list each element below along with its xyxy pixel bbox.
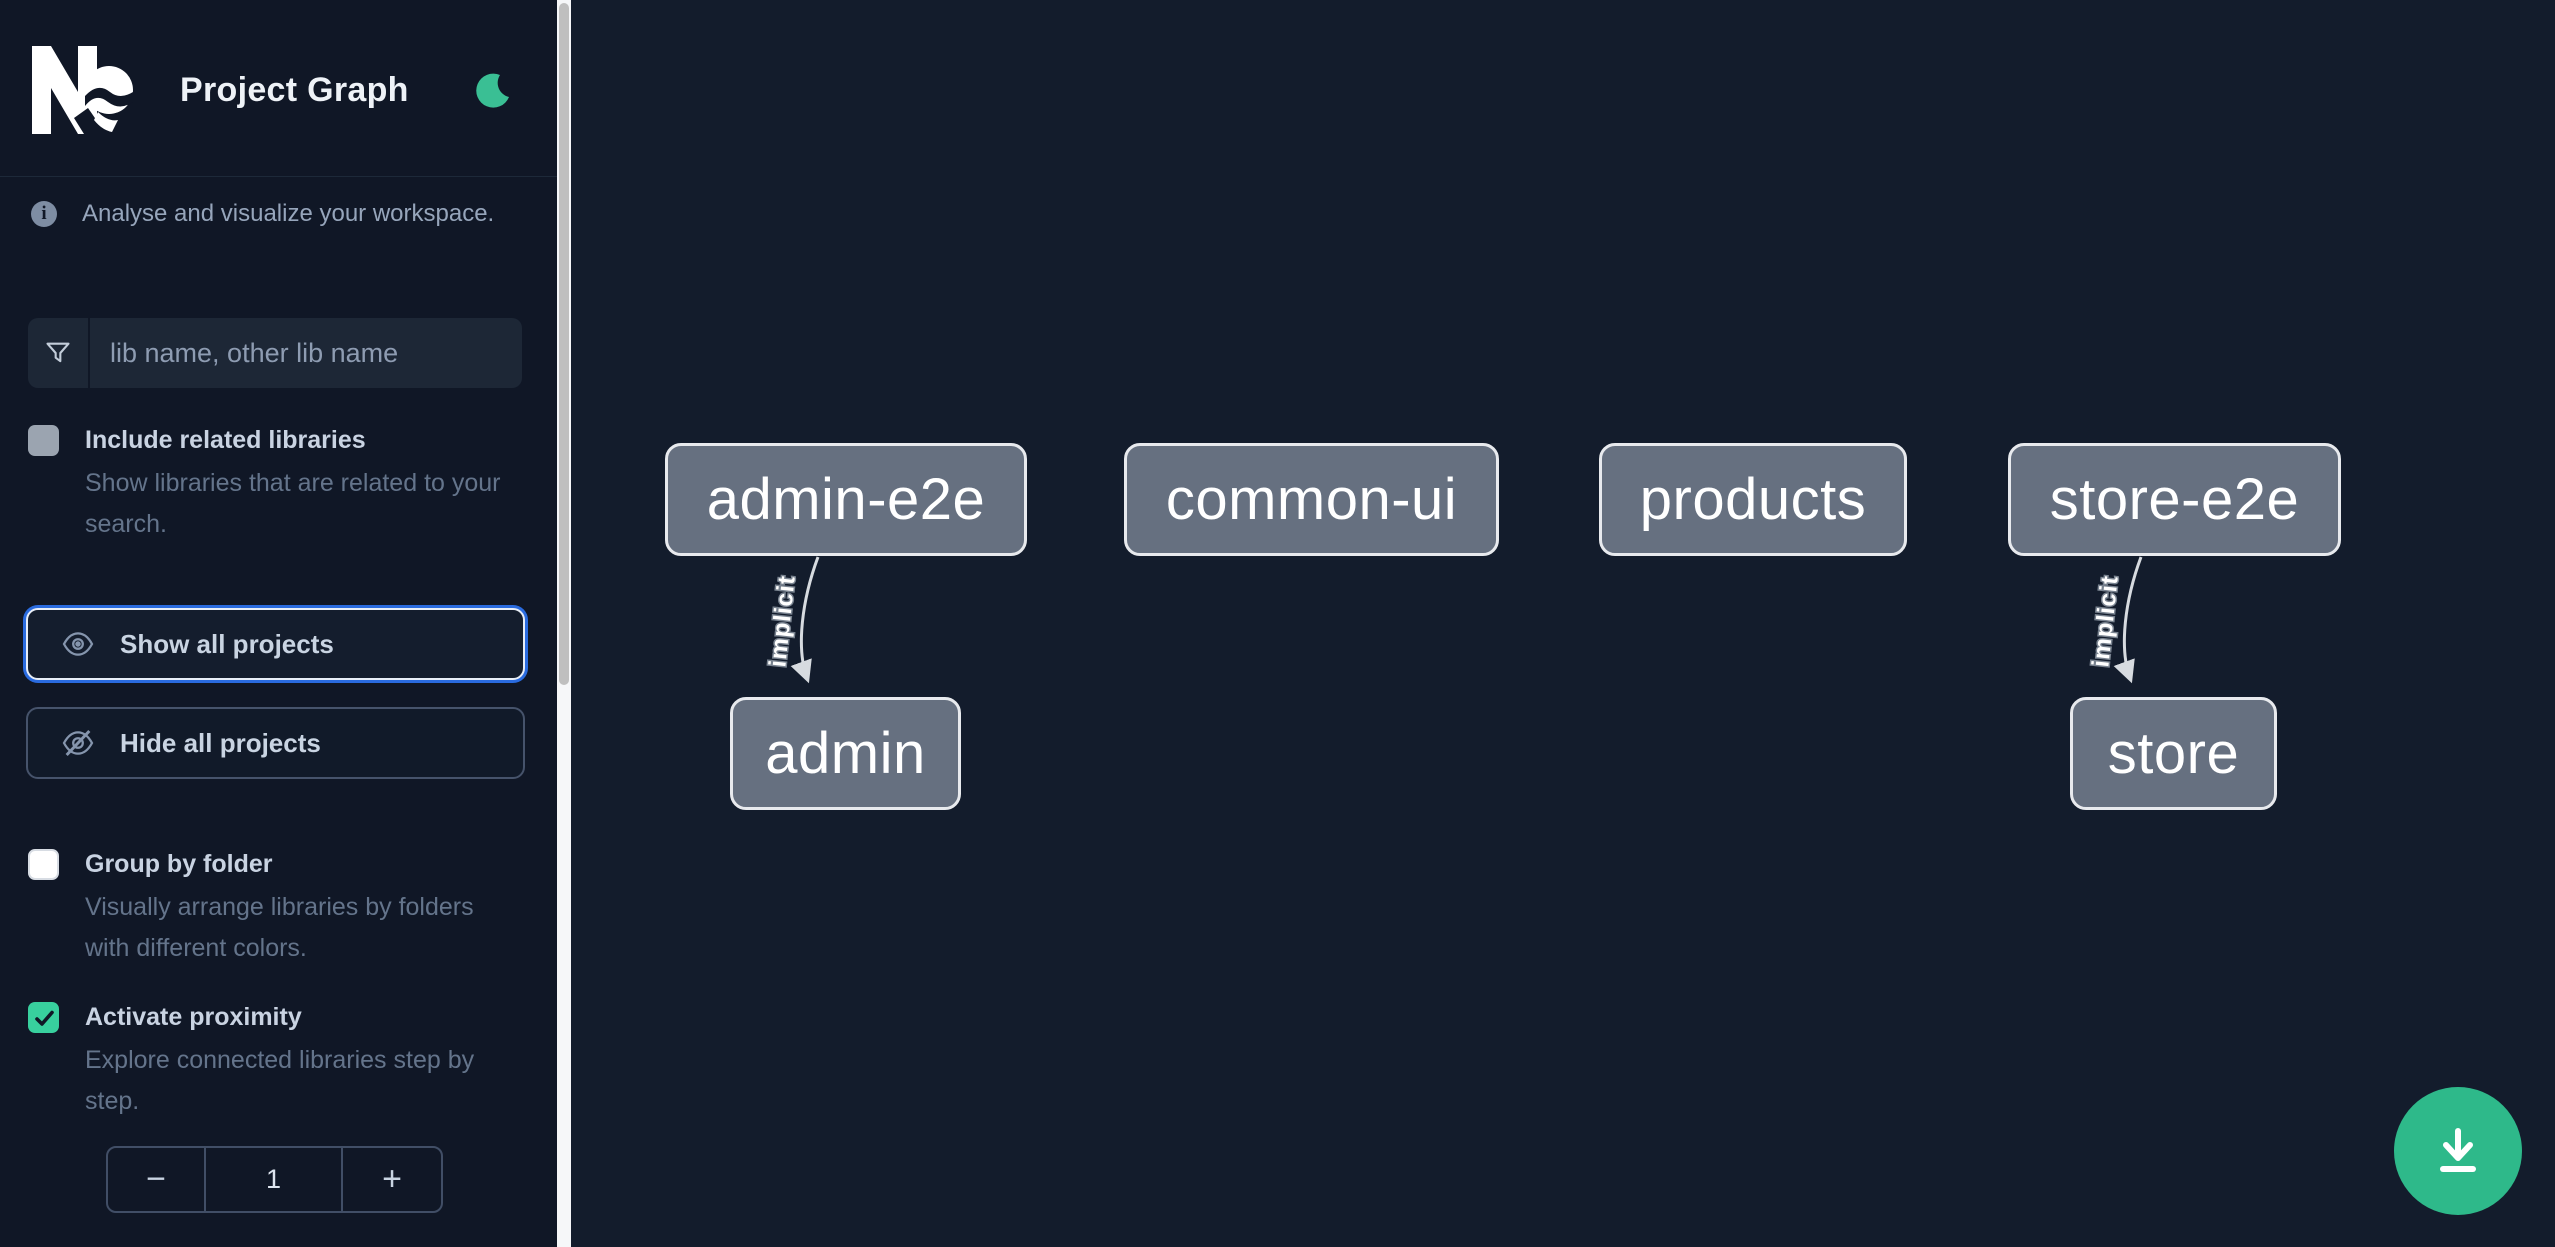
activate-proximity-description: Explore connected libraries step by step… (85, 1046, 475, 1115)
proximity-stepper: − 1 + (106, 1146, 443, 1213)
project-node-store[interactable]: store (2070, 697, 2277, 810)
download-graph-button[interactable] (2394, 1087, 2522, 1215)
download-icon (2440, 1128, 2476, 1172)
edge-label-implicit-store: implicit (2087, 574, 2123, 668)
sidebar-scrollbar-thumb[interactable] (559, 3, 569, 685)
nx-logo-icon (32, 46, 133, 134)
edge-admin-e2e-to-admin (790, 556, 820, 684)
edge-store-e2e-to-store (2113, 556, 2143, 684)
eye-off-icon (62, 729, 94, 757)
show-all-projects-button[interactable]: Show all projects (26, 608, 525, 680)
hide-all-projects-label: Hide all projects (120, 727, 321, 758)
activate-proximity-label[interactable]: Activate proximity (85, 1003, 302, 1031)
show-all-projects-label: Show all projects (120, 628, 334, 659)
node-label: products (1639, 467, 1867, 532)
option-include-related: Include related libraries Show libraries… (28, 423, 501, 545)
option-group-by-folder: Group by folder Visually arrange librari… (28, 847, 498, 969)
edge-label-implicit-admin: implicit (764, 574, 800, 668)
node-label: common-ui (1165, 467, 1458, 532)
node-label: admin (765, 721, 926, 786)
info-icon: i (31, 201, 57, 227)
hide-all-projects-button[interactable]: Hide all projects (26, 707, 525, 779)
include-related-checkbox[interactable] (28, 425, 59, 456)
node-label: store-e2e (2049, 467, 2300, 532)
include-related-label[interactable]: Include related libraries (85, 426, 366, 454)
sidebar-header: Project Graph (0, 0, 557, 177)
project-node-products[interactable]: products (1599, 443, 1907, 556)
project-node-store-e2e[interactable]: store-e2e (2008, 443, 2341, 556)
node-label: store (2107, 721, 2240, 786)
graph-canvas[interactable]: implicit implicit admin-e2e common-ui pr… (571, 0, 2555, 1247)
group-by-folder-description: Visually arrange libraries by folders wi… (85, 893, 474, 962)
checkmark-icon (34, 1010, 54, 1026)
page-title: Project Graph (180, 71, 409, 109)
filter-input[interactable] (90, 318, 522, 388)
sidebar-scrollbar-track (557, 0, 571, 1247)
project-node-admin-e2e[interactable]: admin-e2e (665, 443, 1027, 556)
dark-mode-moon-icon[interactable] (470, 70, 512, 112)
workspace-tagline-row: i Analyse and visualize your workspace. (31, 200, 494, 228)
proximity-value[interactable]: 1 (265, 1164, 282, 1194)
include-related-description: Show libraries that are related to your … (85, 469, 501, 538)
project-node-admin[interactable]: admin (730, 697, 961, 810)
workspace-tagline: Analyse and visualize your workspace. (82, 200, 495, 227)
option-activate-proximity: Activate proximity Explore connected lib… (28, 1000, 498, 1122)
proximity-decrement-button[interactable]: − (108, 1148, 206, 1211)
filter-funnel-icon (28, 318, 90, 388)
group-by-folder-label[interactable]: Group by folder (85, 850, 273, 878)
eye-icon (62, 632, 94, 656)
activate-proximity-checkbox[interactable] (28, 1002, 59, 1033)
project-node-common-ui[interactable]: common-ui (1124, 443, 1499, 556)
graph-edges-layer: implicit implicit (763, 556, 2143, 684)
node-label: admin-e2e (706, 467, 986, 532)
filter-box (28, 318, 522, 388)
proximity-increment-button[interactable]: + (341, 1148, 441, 1211)
group-by-folder-checkbox[interactable] (28, 849, 59, 880)
sidebar: Project Graph i Analyse and visualize yo… (0, 0, 557, 1247)
